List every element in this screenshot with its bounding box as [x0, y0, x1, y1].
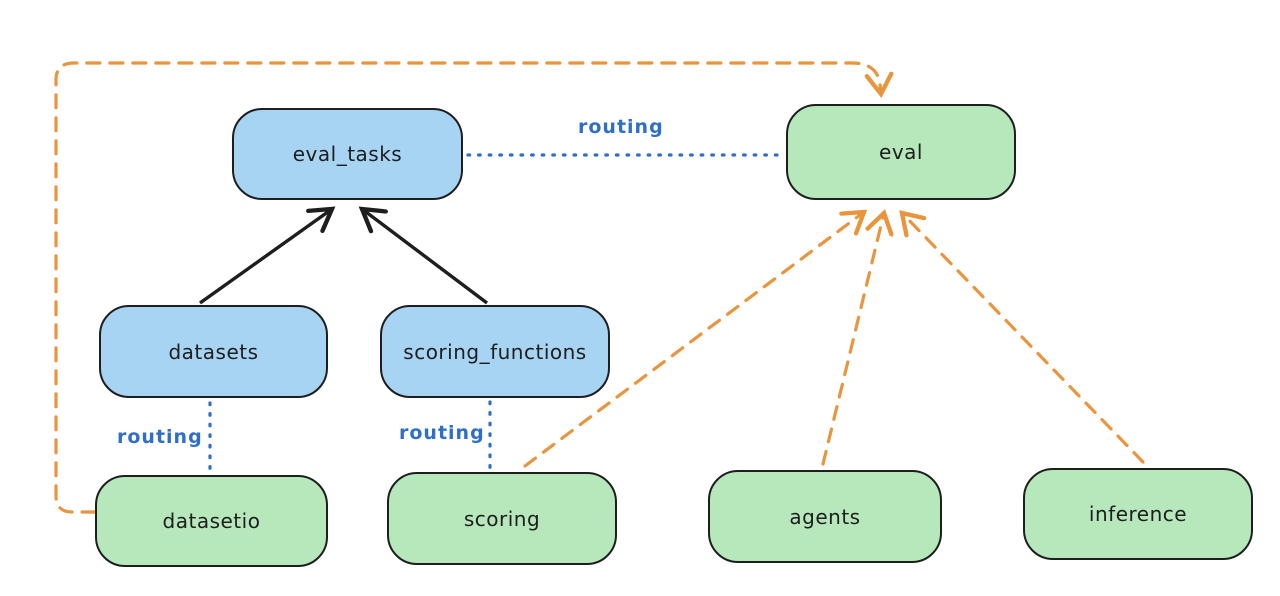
- edge-datasets-to-eval-tasks: [199, 206, 336, 305]
- node-scoring: scoring: [387, 472, 617, 565]
- node-eval: eval: [786, 104, 1016, 200]
- node-scoring-functions-label: scoring_functions: [403, 339, 587, 364]
- node-datasetio-label: datasetio: [162, 509, 261, 533]
- edge-label-routing-scoring-functions-scoring: routing: [399, 422, 485, 444]
- node-datasets: datasets: [99, 305, 328, 398]
- node-agents-label: agents: [789, 504, 861, 529]
- edge-scoring-to-eval: [523, 209, 868, 468]
- node-inference: inference: [1023, 468, 1253, 560]
- node-scoring-label: scoring: [463, 506, 541, 531]
- node-eval-tasks: eval_tasks: [232, 108, 463, 200]
- edge-inference-to-eval: [899, 210, 1145, 464]
- node-agents: agents: [708, 470, 942, 563]
- edge-agents-to-eval: [821, 209, 894, 466]
- edge-label-routing-datasets-datasetio: routing: [117, 426, 203, 448]
- edge-datasetio-to-eval-around: [54, 61, 894, 514]
- edge-label-routing-eval-tasks-eval: routing: [578, 116, 664, 138]
- node-datasets-label: datasets: [168, 339, 259, 364]
- edge-scoring-functions-to-eval-tasks: [358, 206, 489, 305]
- node-eval-label: eval: [879, 140, 923, 164]
- node-datasetio: datasetio: [95, 475, 328, 567]
- node-eval-tasks-label: eval_tasks: [292, 142, 403, 166]
- node-inference-label: inference: [1088, 502, 1188, 526]
- node-scoring-functions: scoring_functions: [380, 305, 610, 398]
